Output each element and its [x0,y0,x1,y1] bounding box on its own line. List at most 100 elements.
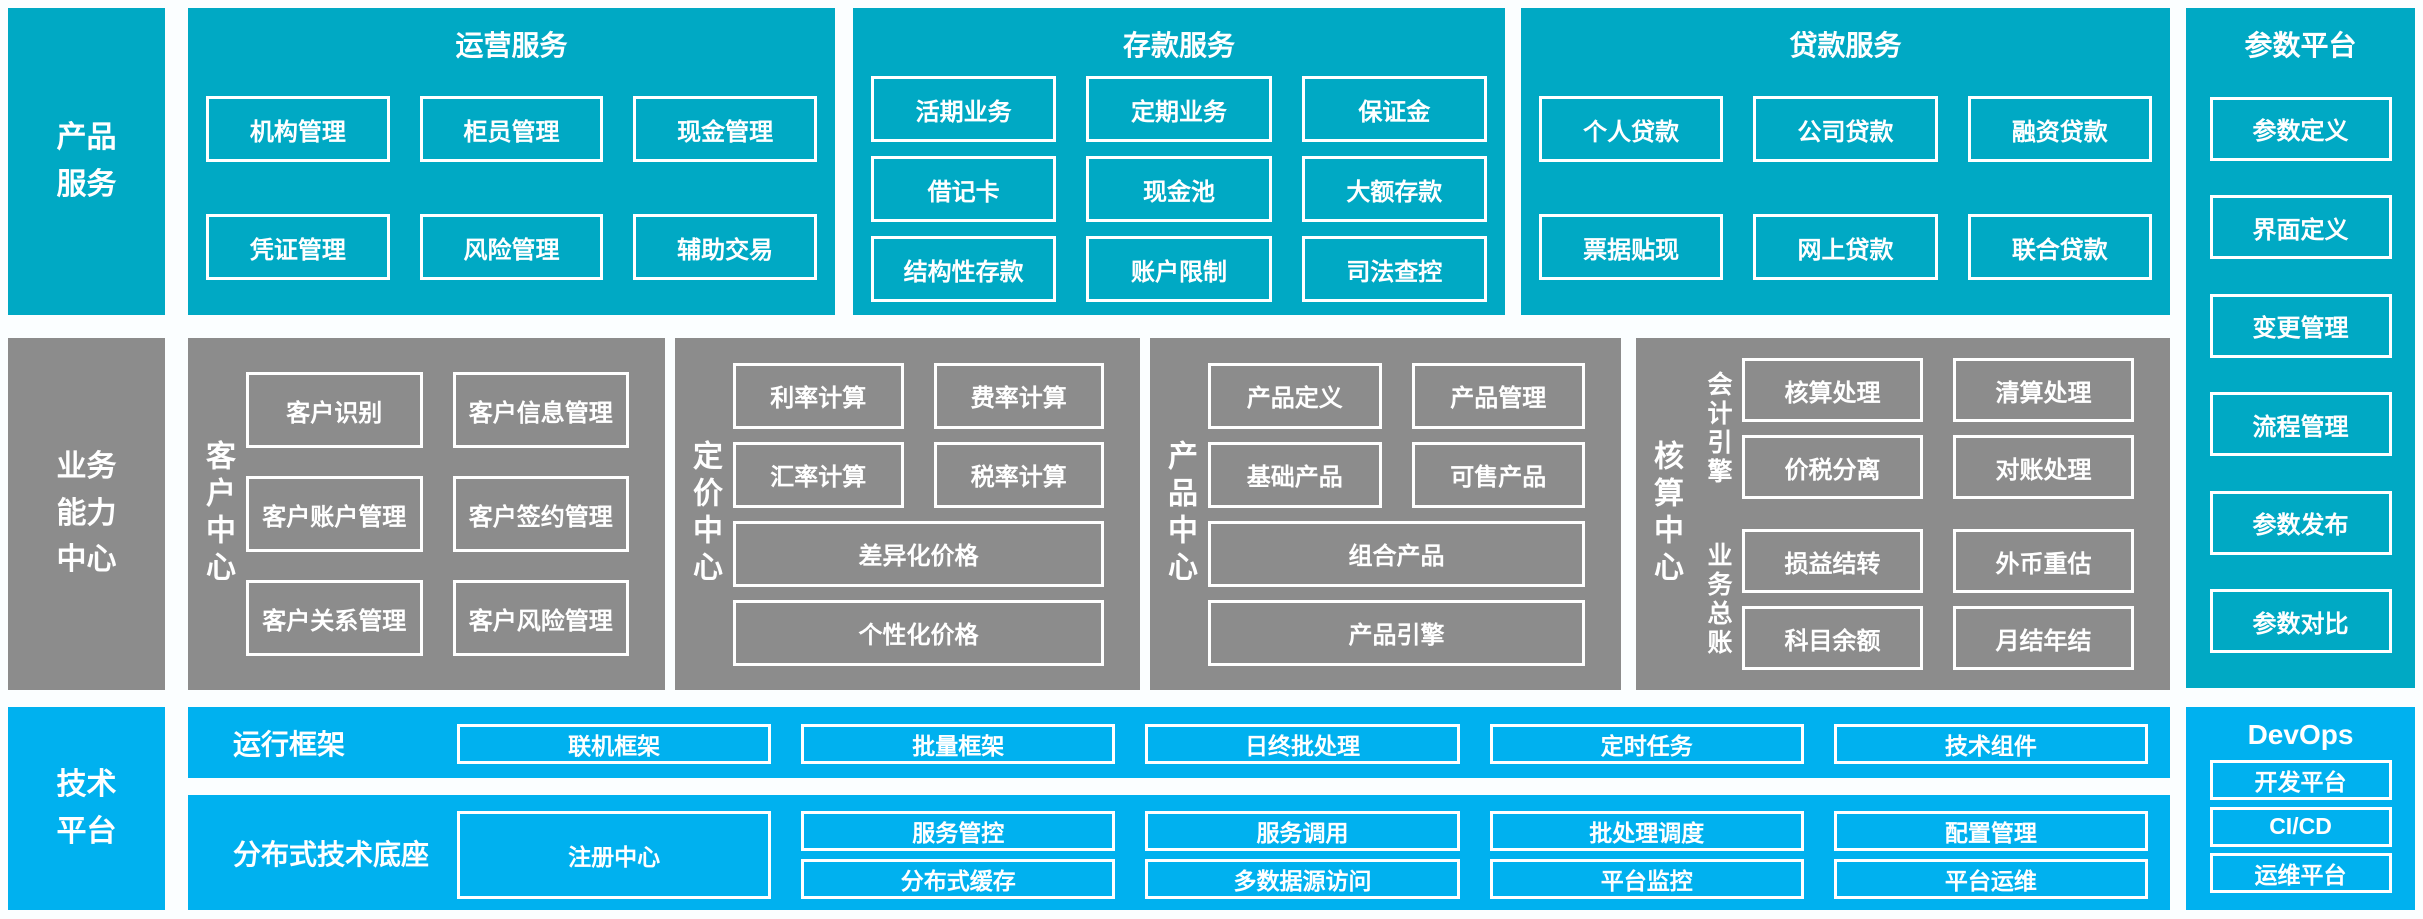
arch-box: 分布式缓存 [801,859,1116,899]
arch-box: 客户风险管理 [452,580,629,656]
loan-grid: 个人贷款 公司贷款 融资贷款 票据贴现 网上贷款 联合贷款 [1521,62,2170,280]
arch-box: 联合贷款 [1967,214,2152,280]
arch-box: 公司贷款 [1753,96,1938,162]
arch-box: 客户信息管理 [452,372,629,448]
arch-box: 现金管理 [633,96,817,162]
pricing-center-panel: 定价中心 利率计算 费率计算 汇率计算 税率计算 差异化价格 个性化价格 [675,338,1140,690]
arch-box: 个性化价格 [733,599,1104,666]
arch-box: 损益结转 [1742,529,1923,593]
group-side-label: 会计引擎 [1704,370,1732,487]
arch-box: 开发平台 [2209,759,2392,800]
arch-box: 技术组件 [1833,724,2148,764]
arch-box: 税率计算 [933,441,1104,508]
arch-box: 日终批处理 [1145,724,1460,764]
panel-title: 存款服务 [1122,30,1235,61]
band-label: 运行框架 [233,728,346,760]
arch-box: 价税分离 [1742,435,1923,499]
arch-box: 联机框架 [457,724,772,764]
arch-box: 票据贴现 [1539,214,1724,280]
loan-panel: 贷款服务 个人贷款 公司贷款 融资贷款 票据贴现 网上贷款 联合贷款 [1521,8,2170,315]
arch-box: 保证金 [1301,76,1487,142]
operations-panel: 运营服务 机构管理 柜员管理 现金管理 凭证管理 风险管理 辅助交易 [188,8,835,315]
parameter-boxes: 参数定义 界面定义 变更管理 流程管理 参数发布 参数对比 [2186,62,2415,688]
arch-box: 辅助交易 [633,214,817,280]
arch-box: 外币重估 [1953,529,2134,593]
arch-box: 配置管理 [1833,811,2148,851]
arch-box: 网上贷款 [1753,214,1938,280]
parameter-platform-panel: 参数平台 参数定义 界面定义 变更管理 流程管理 参数发布 参数对比 [2186,8,2415,688]
arch-box: 活期业务 [871,76,1057,142]
group-side-label: 业务总账 [1704,541,1732,658]
arch-box: 柜员管理 [419,96,604,162]
arch-box: 客户识别 [246,372,423,448]
product-services-label: 产品 服务 [8,8,165,315]
arch-box: 定时任务 [1489,724,1804,764]
panel-title: 参数平台 [2244,30,2357,61]
arch-box: 运维平台 [2209,853,2392,894]
arch-box: 客户关系管理 [246,580,423,656]
arch-box: 流程管理 [2209,392,2392,457]
arch-box: 多数据源访问 [1145,859,1460,899]
arch-box: 基础产品 [1208,441,1382,508]
arch-box: 大额存款 [1301,156,1487,222]
arch-box: 利率计算 [733,362,904,429]
pricing-grid: 利率计算 费率计算 汇率计算 税率计算 差异化价格 个性化价格 [733,338,1140,690]
accounting-content: 会计引擎 核算处理 清算处理 价税分离 对账处理 业务总账 损益结转 外币重估 … [1694,338,2170,690]
arch-box: 参数发布 [2209,490,2392,555]
product-center-panel: 产品中心 产品定义 产品管理 基础产品 可售产品 组合产品 产品引擎 [1150,338,1621,690]
arch-box: 定期业务 [1086,76,1272,142]
band-label: 分布式技术底座 [233,838,430,870]
arch-box: 客户签约管理 [452,476,629,552]
tech-platform-label: 技术 平台 [8,707,165,910]
arch-box: 风险管理 [419,214,604,280]
arch-box: 产品引擎 [1208,599,1585,666]
panel-title: DevOps [2247,719,2354,750]
accounting-engine-group: 会计引擎 核算处理 清算处理 价税分离 对账处理 [1694,358,2134,499]
panel-side-label: 客户中心 [201,440,234,588]
arch-box: 账户限制 [1086,236,1272,302]
arch-box: 融资贷款 [1967,96,2152,162]
arch-box: 变更管理 [2209,293,2392,358]
arch-box: 核算处理 [1742,358,1923,422]
arch-box: 批处理调度 [1489,811,1804,851]
operations-grid: 机构管理 柜员管理 现金管理 凭证管理 风险管理 辅助交易 [188,62,835,280]
arch-box: 客户账户管理 [246,476,423,552]
deposit-panel: 存款服务 活期业务 定期业务 保证金 借记卡 现金池 大额存款 结构性存款 账户… [853,8,1505,315]
runtime-framework-band: 运行框架 联机框架 批量框架 日终批处理 定时任务 技术组件 [188,707,2170,778]
capability-center-label: 业务 能力 中心 [8,338,165,690]
arch-box: 产品定义 [1208,362,1382,429]
arch-box: 司法查控 [1301,236,1487,302]
arch-box: 平台运维 [1833,859,2148,899]
arch-box: 平台监控 [1489,859,1804,899]
customer-center-panel: 客户中心 客户识别 客户信息管理 客户账户管理 客户签约管理 客户关系管理 客户… [188,338,665,690]
arch-box: 借记卡 [871,156,1057,222]
panel-side-label: 产品中心 [1163,440,1196,588]
arch-box: 科目余额 [1742,606,1923,670]
arch-box: 汇率计算 [733,441,904,508]
customer-grid: 客户识别 客户信息管理 客户账户管理 客户签约管理 客户关系管理 客户风险管理 [246,338,665,690]
arch-box: 界面定义 [2209,195,2392,260]
arch-box: 清算处理 [1953,358,2134,422]
arch-box: CI/CD [2209,806,2392,847]
arch-box: 参数对比 [2209,589,2392,654]
panel-title: 运营服务 [455,30,568,61]
business-ledger-group: 业务总账 损益结转 外币重估 科目余额 月结年结 [1694,529,2134,670]
arch-box: 月结年结 [1953,606,2134,670]
arch-box: 结构性存款 [871,236,1057,302]
distributed-base-band: 分布式技术底座 注册中心 服务管控 服务调用 批处理调度 配置管理 分布式缓存 … [188,795,2170,910]
arch-box: 现金池 [1086,156,1272,222]
arch-box: 参数定义 [2209,96,2392,161]
panel-side-label: 定价中心 [688,440,721,588]
accounting-center-panel: 核算中心 会计引擎 核算处理 清算处理 价税分离 对账处理 业务总账 损益结转 … [1636,338,2170,690]
arch-box: 凭证管理 [206,214,390,280]
arch-box: 可售产品 [1411,441,1585,508]
arch-box: 组合产品 [1208,520,1585,587]
arch-box: 对账处理 [1953,435,2134,499]
arch-box: 产品管理 [1411,362,1585,429]
arch-box: 批量框架 [801,724,1116,764]
arch-box: 费率计算 [933,362,1104,429]
panel-side-label: 核算中心 [1649,440,1682,588]
arch-box: 服务调用 [1145,811,1460,851]
arch-box: 注册中心 [457,811,772,899]
